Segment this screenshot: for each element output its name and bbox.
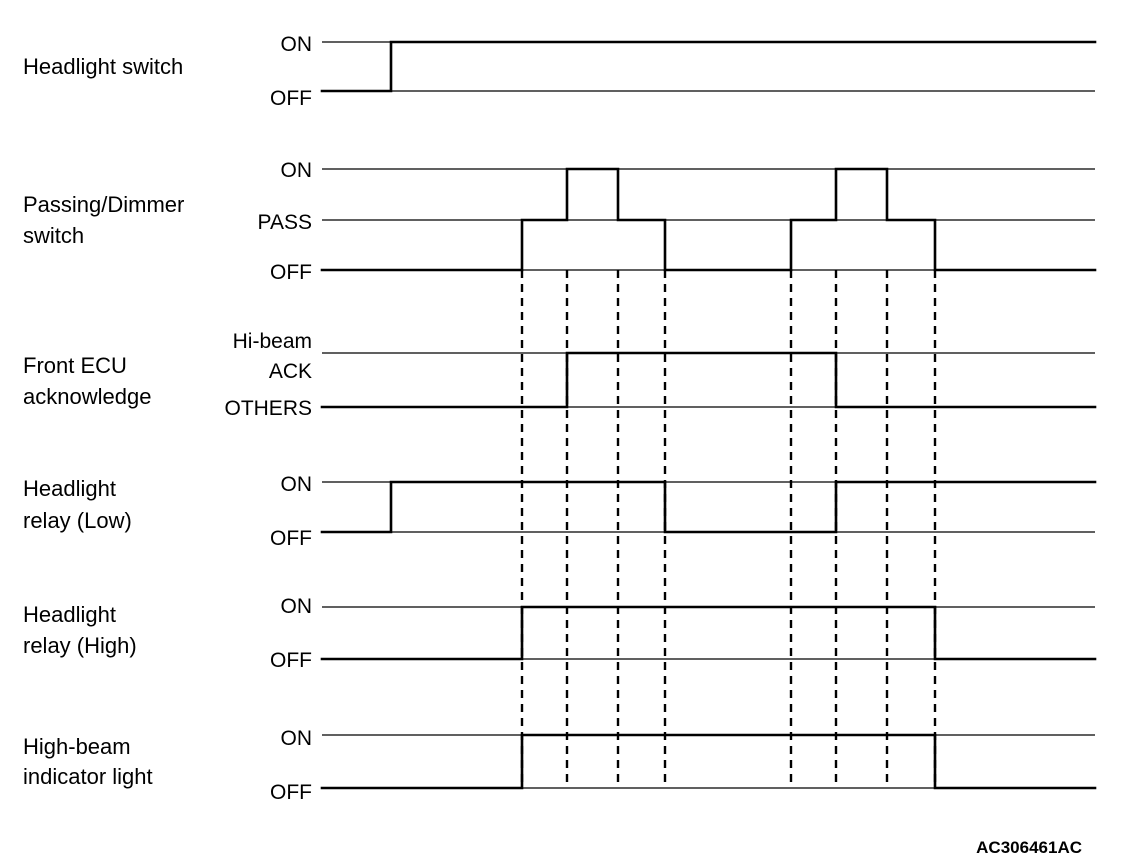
event-guide-lines [520, 270, 937, 788]
signal-name-headlight-relay-low: Headlight [23, 476, 116, 501]
waveform-headlight-relay-high [320, 605, 1097, 661]
figure-code: AC306461AC [976, 838, 1082, 857]
signal-name-headlight-relay-high: Headlight [23, 602, 116, 627]
state-label-front-ecu-acknowledge: OTHERS [224, 397, 312, 420]
state-label-headlight-switch: ON [281, 33, 313, 56]
signal-name-passing-dimmer-switch: Passing/Dimmer [23, 192, 184, 217]
state-label-passing-dimmer-switch: PASS [258, 211, 312, 234]
state-label-headlight-switch: OFF [270, 87, 312, 110]
signal-name-headlight-relay-high: relay (High) [23, 633, 137, 658]
state-label-high-beam-indicator-light: ON [281, 727, 313, 750]
state-label-high-beam-indicator-light: OFF [270, 781, 312, 804]
signal-name-passing-dimmer-switch: switch [23, 223, 84, 248]
signal-row-headlight-relay-low: Headlight relay (Low) ON OFF [23, 473, 1097, 550]
signal-row-passing-dimmer-switch: Passing/Dimmer switch ON PASS OFF [23, 159, 1097, 284]
signal-name-front-ecu-acknowledge: acknowledge [23, 384, 151, 409]
state-label-front-ecu-acknowledge: ACK [269, 360, 312, 383]
signal-name-headlight-relay-low: relay (Low) [23, 508, 132, 533]
state-label-passing-dimmer-switch: OFF [270, 261, 312, 284]
state-label-headlight-relay-high: OFF [270, 649, 312, 672]
state-label-front-ecu-acknowledge: Hi-beam [233, 330, 312, 353]
waveform-headlight-relay-low [320, 480, 1097, 534]
state-label-headlight-relay-low: ON [281, 473, 313, 496]
signal-name-high-beam-indicator-light: indicator light [23, 764, 153, 789]
waveform-passing-dimmer-switch [320, 167, 1097, 272]
signal-row-high-beam-indicator-light: High-beam indicator light ON OFF [23, 727, 1097, 804]
signal-row-headlight-switch: Headlight switch ON OFF [23, 33, 1097, 110]
state-label-headlight-relay-high: ON [281, 595, 313, 618]
signal-name-front-ecu-acknowledge: Front ECU [23, 353, 127, 378]
signal-name-high-beam-indicator-light: High-beam [23, 734, 131, 759]
state-label-headlight-relay-low: OFF [270, 527, 312, 550]
waveform-high-beam-indicator-light [320, 733, 1097, 790]
waveform-headlight-switch [320, 40, 1097, 93]
state-label-passing-dimmer-switch: ON [281, 159, 313, 182]
waveform-front-ecu-acknowledge [320, 351, 1097, 409]
signal-name-headlight-switch: Headlight switch [23, 54, 183, 79]
signal-row-headlight-relay-high: Headlight relay (High) ON OFF [23, 595, 1097, 672]
signal-rows: Headlight switchONOFFPassing/Dimmerswitc… [23, 33, 1097, 804]
